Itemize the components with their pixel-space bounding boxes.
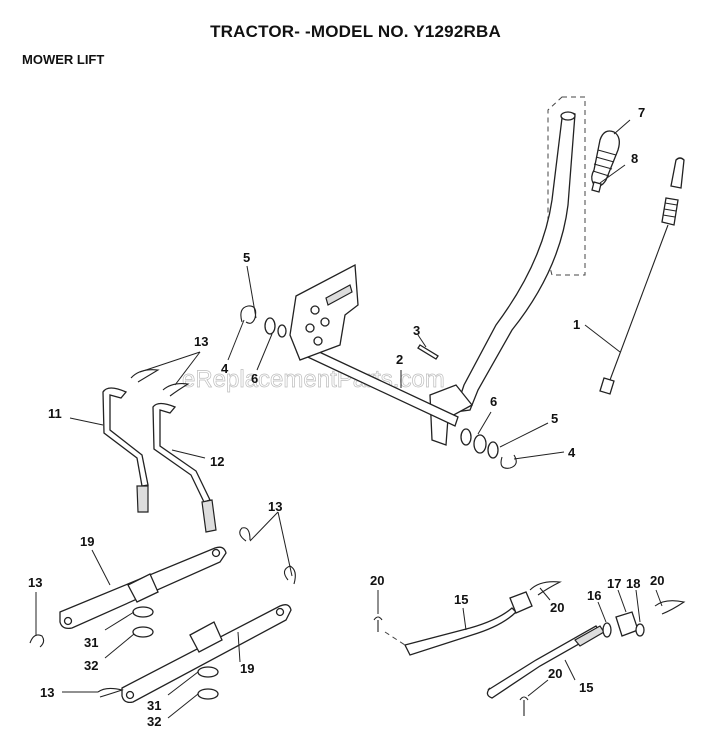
leader-lines: [35, 119, 663, 719]
cotter-pin: [417, 344, 439, 360]
callout-2: 2: [396, 352, 403, 367]
callout-17: 17: [607, 576, 621, 591]
ring-right: [487, 441, 499, 459]
spring-clip-right: [500, 454, 517, 469]
callout-20: 20: [370, 573, 384, 588]
callout-13: 13: [194, 334, 208, 349]
hairpin-clip: [283, 565, 296, 585]
handle-alt-outline: [547, 96, 586, 276]
washer-left: [264, 317, 276, 335]
callout-15: 15: [454, 592, 468, 607]
callout-7: 7: [638, 105, 645, 120]
washer-32-upper: [132, 626, 154, 638]
hairpin-clip: [130, 369, 160, 383]
plate-hole: [313, 336, 323, 346]
rod-spring-coils: [662, 202, 678, 218]
callout-6: 6: [251, 371, 258, 386]
hairpin-clip: [162, 383, 190, 397]
nut-18: [635, 623, 645, 637]
nut-31-lower: [197, 666, 219, 678]
lift-rod: [609, 224, 669, 381]
callout-32: 32: [147, 714, 161, 729]
bracket-hole: [211, 548, 221, 558]
bearing-left: [277, 324, 287, 338]
callout-3: 3: [413, 323, 420, 338]
link-thread-left: [136, 485, 149, 513]
bracket-hole: [275, 607, 285, 617]
rod-upper-ext: [384, 631, 406, 646]
callout-16: 16: [587, 588, 601, 603]
rod-spring: [661, 197, 679, 226]
grip-ribs: [592, 149, 617, 177]
handle-grip: [591, 130, 620, 187]
callout-20: 20: [548, 666, 562, 681]
lift-rod-lower: [486, 625, 601, 699]
hairpin-clip: [29, 634, 45, 648]
page-title: TRACTOR- -MODEL NO. Y1292RBA: [210, 22, 501, 41]
hairpin-clip: [529, 581, 562, 596]
bracket-center-lower: [189, 621, 223, 653]
callout-19: 19: [240, 661, 254, 676]
callout-5: 5: [243, 250, 250, 265]
mounting-plate: [289, 263, 359, 361]
grip-insert: [591, 181, 602, 193]
hairpin-clip: [654, 600, 686, 615]
lift-bracket-lower: [121, 604, 292, 704]
callout-20: 20: [550, 600, 564, 615]
hairpin-clip: [239, 527, 251, 542]
callout-8: 8: [631, 151, 638, 166]
washer-16: [602, 622, 612, 638]
callout-11: 11: [48, 406, 62, 421]
bearing-right: [460, 428, 472, 446]
nut-31-upper: [132, 606, 154, 618]
plate-hole: [320, 317, 330, 327]
spring-clip-left: [240, 305, 257, 324]
callout-5: 5: [551, 411, 558, 426]
callout-13: 13: [40, 685, 54, 700]
plate-slot: [325, 284, 353, 306]
bracket-center-upper: [127, 573, 159, 603]
bracket-hole: [63, 616, 73, 626]
bracket-hole: [125, 690, 135, 700]
callout-31: 31: [147, 698, 161, 713]
callout-13: 13: [28, 575, 42, 590]
washer-32-lower: [197, 688, 219, 700]
callout-6: 6: [490, 394, 497, 409]
callout-19: 19: [80, 534, 94, 549]
section-subtitle: MOWER LIFT: [22, 52, 105, 67]
washer-right: [473, 434, 487, 454]
callout-15: 15: [579, 680, 593, 695]
callout-18: 18: [626, 576, 640, 591]
callout-31: 31: [84, 635, 98, 650]
link-thread-right: [201, 499, 217, 533]
trunnion: [509, 591, 533, 614]
callout-20: 20: [650, 573, 664, 588]
callout-13: 13: [268, 499, 282, 514]
handle-tube-end: [560, 111, 576, 121]
plate-hole: [310, 305, 320, 315]
plate-hole: [305, 323, 315, 333]
rod-knob: [670, 157, 685, 189]
callout-4: 4: [221, 361, 229, 376]
callout-4: 4: [568, 445, 576, 460]
callout-1: 1: [573, 317, 580, 332]
pin-20-left: [373, 616, 383, 632]
callout-12: 12: [210, 454, 224, 469]
lift-rod-upper: [404, 607, 517, 656]
lift-link-left: [102, 387, 149, 487]
rod-ferrule: [599, 377, 615, 395]
pin-20-lower: [519, 696, 529, 716]
trunnion-17: [615, 611, 639, 637]
callout-32: 32: [84, 658, 98, 673]
hairpin-clip: [97, 687, 124, 698]
lift-handle: [454, 112, 576, 413]
